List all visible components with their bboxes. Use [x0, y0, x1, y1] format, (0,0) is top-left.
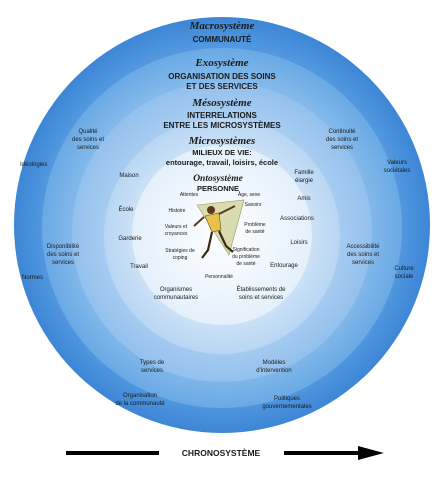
mesosystem-line1: INTERRELATIONS: [187, 111, 257, 120]
label-modeles-2: d'intervention: [256, 368, 292, 374]
label-politiques-1: Politiques: [274, 396, 300, 402]
label-signification-3: de santé: [236, 261, 255, 267]
label-signification-2: du problème: [232, 254, 260, 260]
label-valeurs-societales-2: sociétales: [384, 168, 411, 174]
chronosystem-bar-left: [66, 451, 159, 455]
label-ideologies: Idéologies: [20, 162, 47, 168]
ontosystem-subtitle: PERSONNE: [197, 184, 239, 193]
label-personnalite: Personnalité: [205, 274, 233, 280]
label-accessibilite-1: Accessibilité: [346, 244, 380, 250]
microsystem-line1: MILIEUX DE VIE:: [192, 148, 252, 157]
label-culture-sociale-2: sociale: [395, 274, 414, 280]
label-amis: Amis: [297, 196, 310, 202]
label-histoire: Histoire: [169, 208, 186, 214]
label-organismes-2: communautaires: [154, 295, 198, 301]
label-types-services-1: Types de: [140, 360, 165, 366]
label-qualite-3: services: [77, 145, 99, 151]
label-disponibilite-2: des soins et: [47, 252, 79, 258]
label-probleme-sante-1: Problème: [244, 222, 266, 228]
arrow-right-icon: [284, 446, 384, 460]
label-famille-1: Famille: [294, 170, 314, 176]
microsystem-line2: entourage, travail, loisirs, école: [166, 158, 278, 167]
label-organismes-1: Organismes: [160, 287, 192, 293]
label-types-services-2: services: [141, 368, 163, 374]
mesosystem-line2: ENTRE LES MICROSYSTÈMES: [163, 121, 281, 130]
label-culture-sociale-1: Culture: [394, 266, 414, 272]
label-modeles-1: Modèles: [263, 360, 286, 366]
label-strategies-coping-2: coping: [173, 255, 188, 261]
label-savoirs: Savoirs: [245, 202, 262, 208]
label-etablissements-1: Établissements de: [236, 286, 286, 293]
label-ecole: École: [118, 206, 134, 213]
label-disponibilite-1: Disponibilité: [47, 244, 80, 250]
label-associations: Associations: [280, 216, 314, 222]
label-continuite-3: services: [331, 145, 353, 151]
label-valeurs-croyances-2: croyances: [165, 231, 188, 237]
label-garderie: Garderie: [118, 236, 142, 242]
label-accessibilite-2: des soins et: [347, 252, 379, 258]
label-qualite-1: Qualité: [78, 129, 98, 135]
chronosystem-label: CHRONOSYSTÈME: [182, 448, 261, 458]
exosystem-line1: ORGANISATION DES SOINS: [168, 72, 276, 81]
label-normes: Normes: [22, 275, 43, 281]
label-strategies-coping-1: Stratégies de: [165, 248, 195, 254]
label-loisirs: Loisirs: [290, 240, 307, 246]
label-organisation-2: de la communauté: [115, 401, 165, 407]
label-entourage: Entourage: [270, 263, 298, 269]
label-politiques-2: gouvernementales: [262, 404, 311, 410]
label-famille-2: élargie: [295, 178, 314, 184]
label-accessibilite-3: services: [352, 260, 374, 266]
mesosystem-title: Mésosystème: [191, 97, 251, 109]
label-signification-1: Signification: [233, 247, 260, 253]
label-valeurs-croyances-1: Valeurs et: [165, 224, 188, 230]
label-continuite-1: Continuité: [328, 129, 356, 135]
label-attentes: Attentes: [180, 192, 199, 198]
label-travail: Travail: [130, 264, 148, 270]
macrosystem-title: Macrosystème: [189, 20, 255, 32]
label-continuite-2: des soins et: [326, 137, 358, 143]
label-probleme-sante-2: de santé: [245, 229, 264, 235]
label-age-sexe: Âge, sexe: [238, 191, 260, 198]
ontosystem-title: Ontosystème: [193, 174, 243, 184]
label-maison: Maison: [119, 173, 138, 179]
microsystem-title: Microsystèmes: [188, 135, 256, 147]
label-etablissements-2: soins et services: [239, 295, 283, 301]
exosystem-title: Exosystème: [194, 57, 248, 69]
macrosystem-subtitle: COMMUNAUTÉ: [193, 35, 252, 44]
person-figure-icon: [193, 199, 245, 259]
label-disponibilite-3: services: [52, 260, 74, 266]
label-organisation-1: Organisation: [123, 393, 157, 399]
exosystem-line2: ET DES SERVICES: [186, 82, 258, 91]
label-qualite-2: des soins et: [72, 137, 104, 143]
label-valeurs-societales-1: Valeurs: [387, 160, 407, 166]
